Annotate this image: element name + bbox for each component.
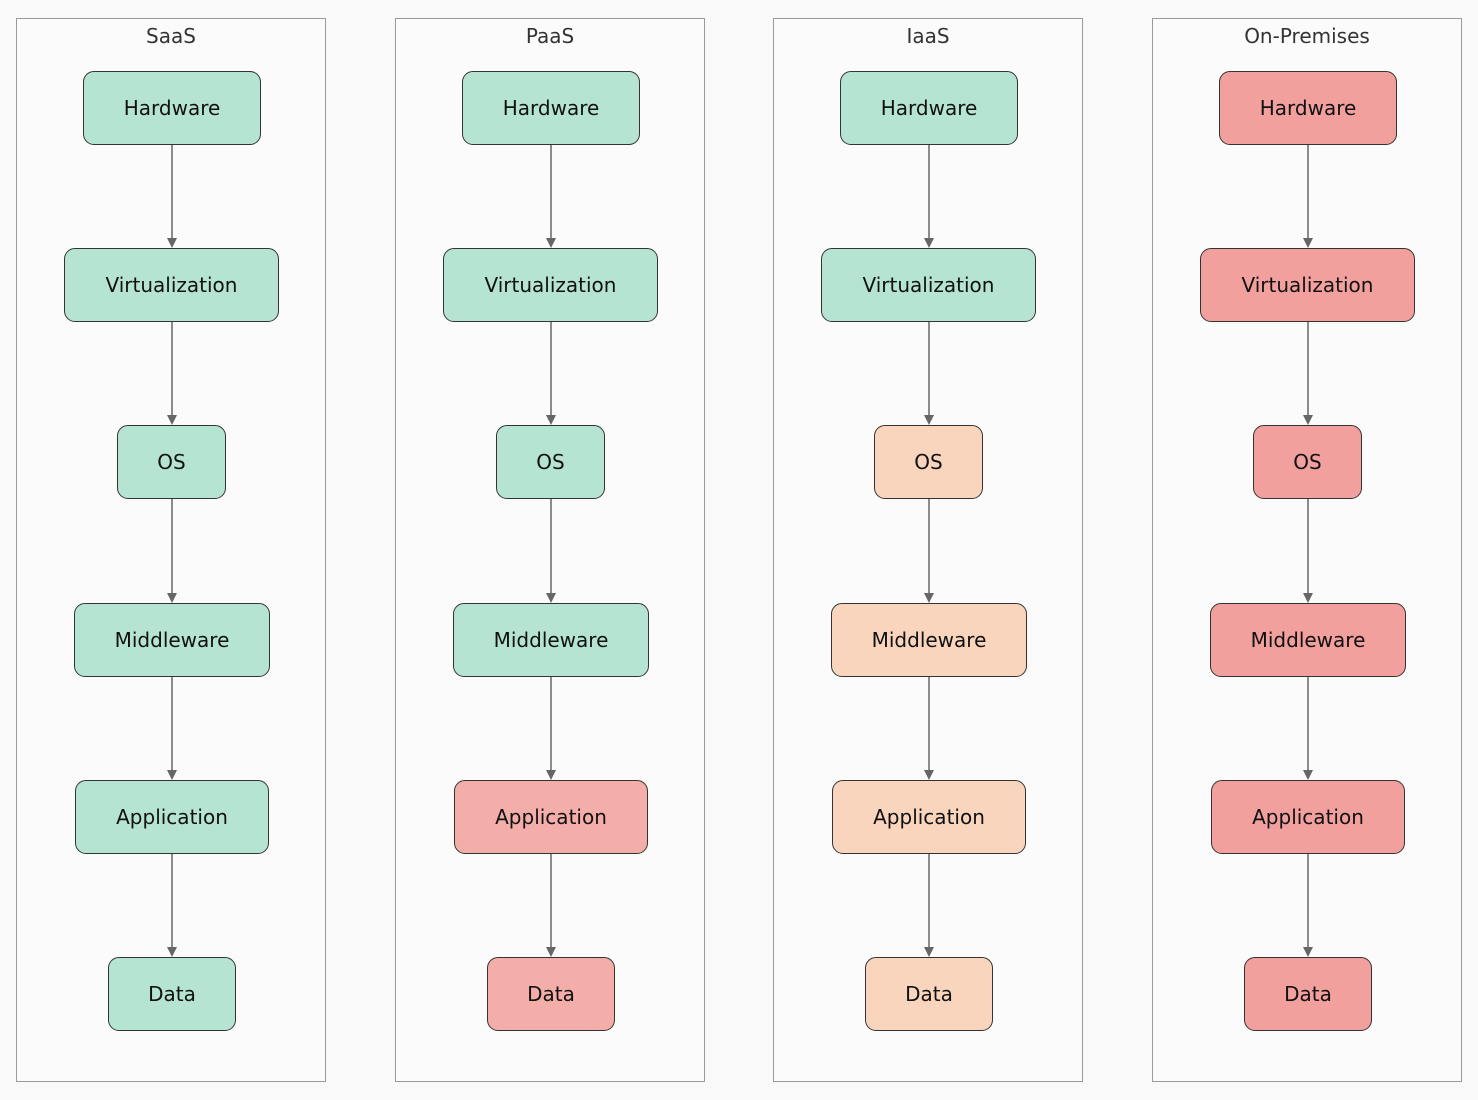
- arrowhead: [1303, 238, 1313, 248]
- lane-on-premises: On-Premises Hardware Virtualization OS M…: [1152, 18, 1462, 1082]
- node-data[interactable]: Data: [865, 957, 993, 1031]
- node-middleware[interactable]: Middleware: [453, 603, 649, 677]
- node-label: Virtualization: [105, 273, 238, 297]
- arrowhead: [1303, 947, 1313, 957]
- arrowhead: [1303, 415, 1313, 425]
- node-virtualization[interactable]: Virtualization: [1200, 248, 1415, 322]
- node-middleware[interactable]: Middleware: [831, 603, 1027, 677]
- node-label: OS: [1293, 450, 1322, 474]
- node-virtualization[interactable]: Virtualization: [64, 248, 279, 322]
- arrowhead: [1303, 593, 1313, 603]
- node-virtualization[interactable]: Virtualization: [443, 248, 658, 322]
- node-middleware[interactable]: Middleware: [74, 603, 270, 677]
- lane-edges: [546, 145, 556, 957]
- node-os[interactable]: OS: [496, 425, 605, 499]
- node-label: Data: [527, 982, 575, 1006]
- node-data[interactable]: Data: [487, 957, 615, 1031]
- node-label: Virtualization: [862, 273, 995, 297]
- arrowhead: [924, 238, 934, 248]
- node-application[interactable]: Application: [1211, 780, 1405, 854]
- node-os[interactable]: OS: [874, 425, 983, 499]
- node-label: Data: [1284, 982, 1332, 1006]
- lane-title: PaaS: [525, 24, 575, 48]
- lane-title: IaaS: [906, 24, 950, 48]
- node-label: Hardware: [502, 96, 600, 120]
- node-label: Data: [905, 982, 953, 1006]
- arrowhead: [167, 947, 177, 957]
- node-data[interactable]: Data: [1244, 957, 1372, 1031]
- arrowhead: [546, 593, 556, 603]
- node-label: OS: [536, 450, 565, 474]
- node-os[interactable]: OS: [1253, 425, 1362, 499]
- arrowhead: [546, 238, 556, 248]
- arrowhead: [167, 238, 177, 248]
- node-label: OS: [157, 450, 186, 474]
- arrowhead: [167, 770, 177, 780]
- node-hardware[interactable]: Hardware: [1219, 71, 1397, 145]
- node-label: OS: [914, 450, 943, 474]
- node-virtualization[interactable]: Virtualization: [821, 248, 1036, 322]
- arrowhead: [546, 415, 556, 425]
- node-label: Virtualization: [1241, 273, 1374, 297]
- node-label: Application: [116, 805, 228, 829]
- lane-edges: [924, 145, 934, 957]
- arrowhead: [924, 593, 934, 603]
- arrowhead: [924, 415, 934, 425]
- node-data[interactable]: Data: [108, 957, 236, 1031]
- node-label: Middleware: [871, 628, 987, 652]
- arrowhead: [546, 770, 556, 780]
- node-hardware[interactable]: Hardware: [462, 71, 640, 145]
- node-label: Data: [148, 982, 196, 1006]
- lane-edges: [167, 145, 177, 957]
- arrowhead: [924, 770, 934, 780]
- node-application[interactable]: Application: [832, 780, 1026, 854]
- node-application[interactable]: Application: [75, 780, 269, 854]
- node-label: Application: [495, 805, 607, 829]
- node-label: Application: [1252, 805, 1364, 829]
- lane-paas: PaaS Hardware Virtualization OS Middlewa…: [395, 18, 705, 1082]
- node-middleware[interactable]: Middleware: [1210, 603, 1406, 677]
- node-label: Hardware: [123, 96, 221, 120]
- node-hardware[interactable]: Hardware: [840, 71, 1018, 145]
- node-application[interactable]: Application: [454, 780, 648, 854]
- lane-title: SaaS: [146, 24, 196, 48]
- lane-saas: SaaS Hardware Virtualization OS Middlewa…: [16, 18, 326, 1082]
- lane-iaas: IaaS Hardware Virtualization OS Middlewa…: [773, 18, 1083, 1082]
- node-os[interactable]: OS: [117, 425, 226, 499]
- node-label: Application: [873, 805, 985, 829]
- arrowhead: [167, 593, 177, 603]
- node-label: Middleware: [493, 628, 609, 652]
- arrowhead: [167, 415, 177, 425]
- arrowhead: [1303, 770, 1313, 780]
- node-label: Middleware: [114, 628, 230, 652]
- node-label: Hardware: [880, 96, 978, 120]
- node-hardware[interactable]: Hardware: [83, 71, 261, 145]
- node-label: Hardware: [1259, 96, 1357, 120]
- node-label: Middleware: [1250, 628, 1366, 652]
- arrowhead: [924, 947, 934, 957]
- lane-title: On-Premises: [1244, 24, 1370, 48]
- arrowhead: [546, 947, 556, 957]
- lane-edges: [1303, 145, 1313, 957]
- node-label: Virtualization: [484, 273, 617, 297]
